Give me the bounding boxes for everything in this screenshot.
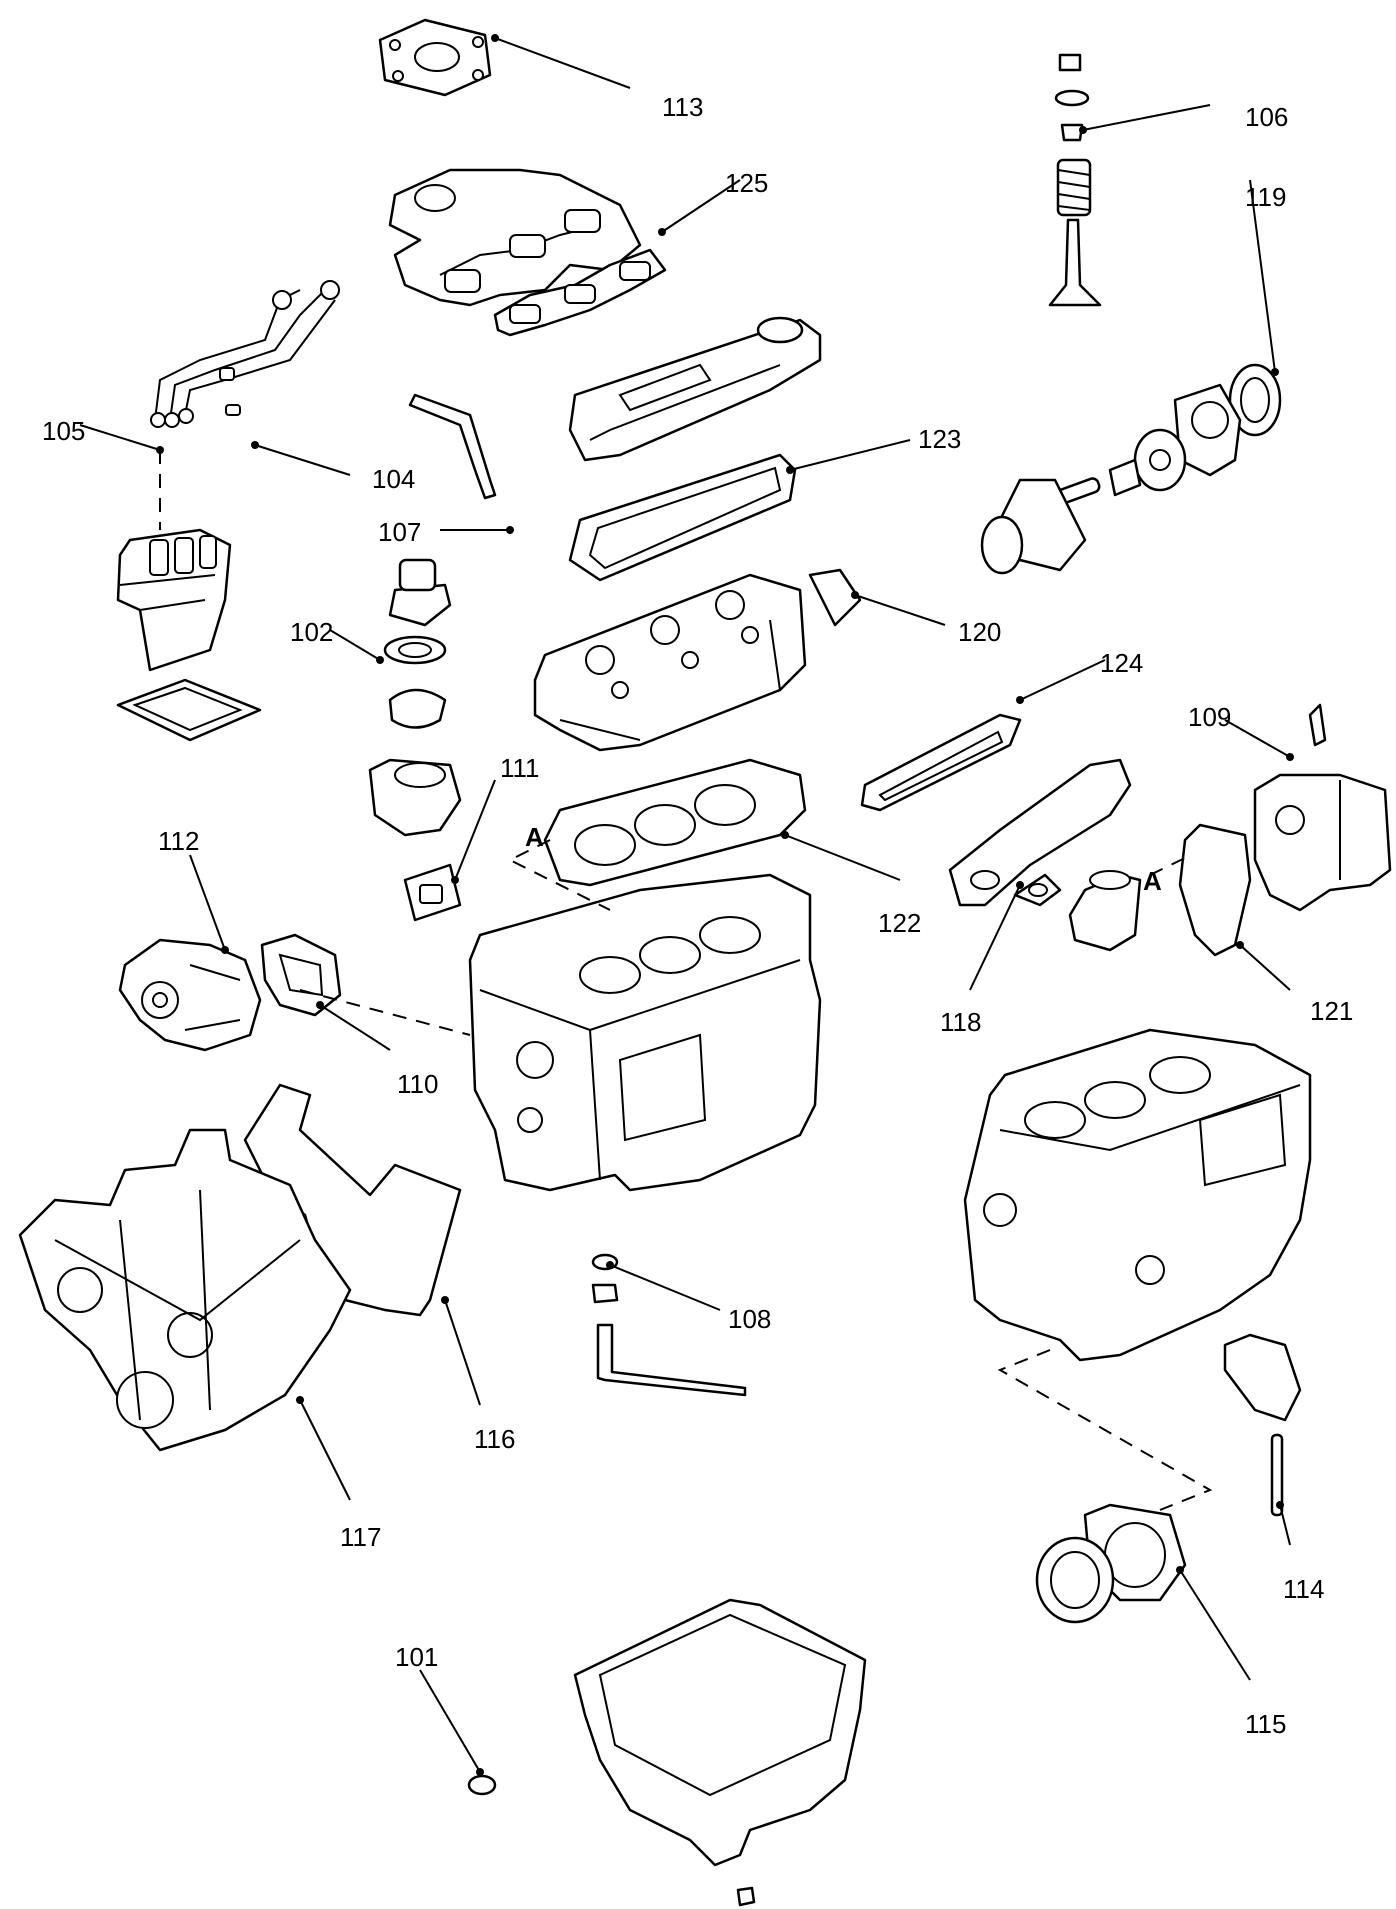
callout-124: 124 (1100, 648, 1143, 678)
callout-104: 104 (372, 464, 415, 494)
callout-112: 112 (158, 826, 199, 856)
callout-111: 111 (500, 753, 540, 783)
cylinder-block-front (468, 873, 822, 1192)
rear-seal-housing-115 (1035, 1503, 1187, 1624)
front-cover-117 (18, 1128, 352, 1452)
callout-125: 125 (725, 168, 768, 198)
cover-plate-111 (403, 863, 462, 922)
valve-cover-gasket-123 (568, 453, 797, 582)
callout-123: 123 (918, 424, 961, 454)
gasket-118 (1013, 873, 1062, 907)
oil-pipe (408, 393, 497, 500)
reference-mark-a-left: A (525, 822, 544, 852)
gear-case (1253, 773, 1392, 912)
callout-117: 117 (340, 1522, 381, 1552)
callout-labels: 113 106 125 119 105 123 104 107 102 120 … (42, 92, 1353, 1739)
exhaust-manifold-gasket-125 (493, 248, 667, 337)
callout-118: 118 (940, 1007, 981, 1037)
plug-101 (467, 1774, 497, 1796)
callout-119: 119 (1245, 182, 1286, 212)
injection-pump (116, 528, 262, 742)
intake-gasket-124 (860, 713, 1022, 812)
exhaust-manifold (388, 168, 642, 307)
callout-102: 102 (290, 617, 333, 647)
callout-107: 107 (378, 517, 421, 547)
callout-115: 115 (1245, 1709, 1286, 1739)
oil-pan (573, 1598, 867, 1867)
callout-113: 113 (662, 92, 703, 122)
flange-gasket-113 (378, 18, 492, 97)
callout-116: 116 (474, 1424, 515, 1454)
sensor-109 (1308, 703, 1327, 747)
intake-manifold (948, 758, 1132, 907)
head-gasket-122 (543, 758, 807, 887)
callout-110: 110 (397, 1069, 438, 1099)
callout-106: 106 (1245, 102, 1288, 132)
leader-lines (79, 37, 1291, 1773)
bracket-114 (1223, 1333, 1302, 1517)
cylinder-head (533, 573, 807, 752)
callout-120: 120 (958, 617, 1001, 647)
reference-mark-a-right: A (1143, 866, 1162, 896)
leader-dots (156, 34, 1294, 1776)
callout-108: 108 (728, 1304, 771, 1334)
water-pump (118, 938, 262, 1052)
callout-105: 105 (42, 416, 85, 446)
cylinder-block-rear (963, 1028, 1312, 1362)
drain-plug (736, 1886, 756, 1907)
oil-pump-assembly (980, 363, 1282, 575)
thermostat-assembly (368, 558, 462, 837)
water-pump-gasket-110 (260, 933, 342, 1017)
valve-assembly (1048, 53, 1102, 307)
callout-101: 101 (395, 1642, 438, 1672)
injection-pipes (150, 280, 340, 428)
fasteners-108 (591, 1253, 747, 1397)
elbow-outlet (1068, 870, 1142, 952)
callout-114: 114 (1283, 1574, 1324, 1604)
gasket-120 (808, 568, 862, 627)
callout-121: 121 (1310, 996, 1353, 1026)
valve-cover (568, 316, 822, 462)
gear-case-gasket-121 (1178, 823, 1252, 957)
callout-122: 122 (878, 908, 921, 938)
callout-109: 109 (1188, 702, 1231, 732)
